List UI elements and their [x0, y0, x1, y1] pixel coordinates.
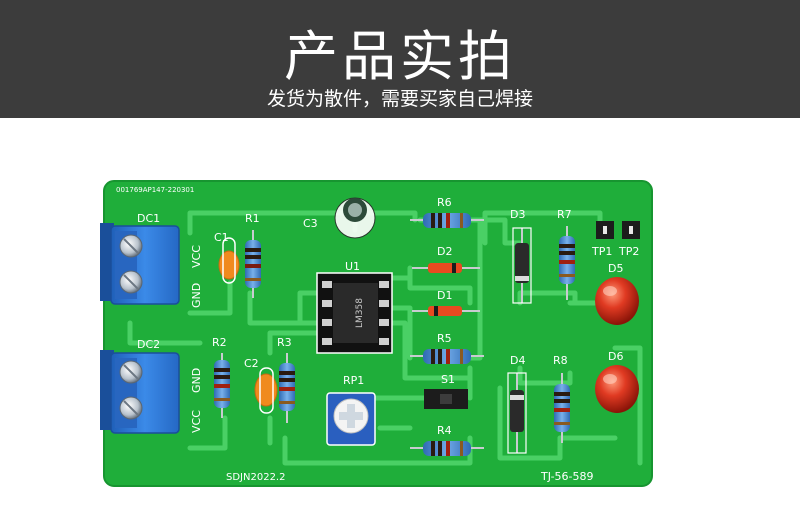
label-d4: D4 [510, 354, 525, 367]
dc1-terminal-block [100, 223, 180, 305]
board-date-label: SDJN2022.2 [226, 472, 285, 483]
resistor-r6 [410, 213, 484, 228]
ic-u1 [316, 272, 393, 354]
dc2-label: DC2 [137, 338, 160, 351]
page-subtitle: 发货为散件，需要买家自己焊接 [266, 88, 533, 110]
diode-d4 [507, 372, 527, 454]
resistor-r8 [554, 373, 570, 443]
label-d6: D6 [608, 350, 623, 363]
header-banner: 产品实拍 发货为散件，需要买家自己焊接 [0, 0, 800, 118]
capacitor-c3 [334, 197, 376, 239]
board-code: 001769AP147-220301 [116, 186, 194, 194]
dc1-vcc-label: VCC [190, 245, 203, 268]
resistor-r3 [279, 353, 295, 423]
label-d5: D5 [608, 262, 623, 275]
led-d6 [595, 365, 639, 413]
led-d5 [595, 277, 639, 325]
pcb-traces [127, 210, 643, 466]
page-title: 产品实拍 [284, 25, 516, 88]
diode-d2 [412, 263, 480, 273]
resistor-r7 [559, 226, 575, 300]
label-r4: R4 [437, 424, 452, 437]
label-d1: D1 [437, 289, 452, 302]
label-rp1: RP1 [343, 374, 364, 387]
switch-s1 [424, 389, 468, 409]
label-c2: C2 [244, 357, 259, 370]
dc1-gnd-label: GND [190, 283, 203, 308]
label-r1: R1 [245, 212, 260, 225]
label-c1: C1 [214, 231, 229, 244]
potentiometer-rp1 [326, 392, 376, 446]
label-tp2: TP2 [618, 245, 639, 258]
resistor-r4 [410, 441, 484, 456]
dc1-label: DC1 [137, 212, 160, 225]
chip-marking: LM358 [355, 298, 365, 328]
label-r2: R2 [212, 336, 227, 349]
resistor-r1 [245, 230, 261, 298]
dc2-terminal-block [100, 350, 180, 434]
diode-d1 [412, 306, 480, 316]
resistor-r5 [410, 349, 484, 364]
label-u1: U1 [345, 260, 360, 273]
pcb-board-image: 001769AP147-220301 DC1 VCC GND DC2 GND V… [100, 180, 653, 487]
capacitor-c1 [218, 237, 240, 284]
product-photo: 001769AP147-220301 DC1 VCC GND DC2 GND V… [0, 118, 800, 507]
label-s1: S1 [441, 373, 455, 386]
label-r5: R5 [437, 332, 452, 345]
test-points [596, 221, 640, 239]
label-c3: C3 [303, 217, 318, 230]
diode-d3 [512, 227, 532, 304]
resistor-r2 [214, 353, 230, 418]
label-d3: D3 [510, 208, 525, 221]
label-r8: R8 [553, 354, 568, 367]
capacitor-c2 [254, 367, 278, 414]
board-model-label: TJ-56-589 [540, 470, 594, 483]
label-d2: D2 [437, 245, 452, 258]
dc2-vcc-label: VCC [190, 410, 203, 433]
dc2-gnd-label: GND [190, 368, 203, 393]
label-r3: R3 [277, 336, 292, 349]
label-tp1: TP1 [591, 245, 612, 258]
label-r7: R7 [557, 208, 572, 221]
label-r6: R6 [437, 196, 452, 209]
